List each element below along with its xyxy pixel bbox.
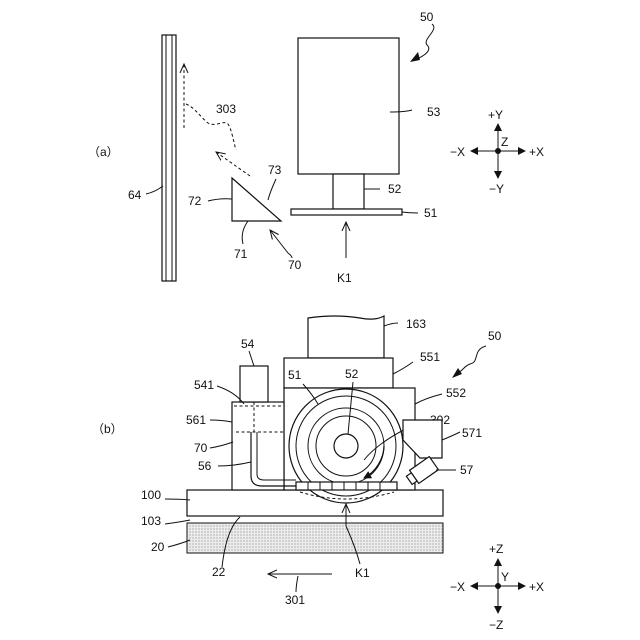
- label-51b: 51: [288, 368, 302, 382]
- panel-a: （a） 64 303 73 72 71 70 53 52 51: [88, 10, 544, 285]
- label-72: 72: [188, 194, 202, 208]
- label-52: 52: [388, 182, 402, 196]
- panel-b: （b） 100 103 20 22 163 551 552 54 541: [92, 316, 544, 632]
- label-56: 56: [198, 459, 212, 473]
- axis-indicator-b: +Z −Z +X −X Y: [450, 542, 544, 632]
- label-100: 100: [141, 488, 161, 502]
- axis-b-neg-z: −Z: [489, 618, 503, 632]
- panel-b-label: （b）: [92, 422, 123, 436]
- label-103: 103: [141, 514, 161, 528]
- label-52b: 52: [345, 367, 359, 381]
- label-k1: K1: [337, 271, 352, 285]
- beam-diagonal: [216, 152, 250, 176]
- stem-52: [333, 174, 364, 209]
- label-551: 551: [420, 350, 440, 364]
- leader-71: [242, 221, 248, 244]
- housing-53: [298, 38, 399, 174]
- axis-b-pos-z: +Z: [489, 542, 503, 556]
- label-50b: 50: [488, 329, 502, 343]
- label-22: 22: [212, 565, 226, 579]
- arrow-70: [270, 230, 288, 253]
- label-64: 64: [128, 188, 142, 202]
- leader-73: [268, 179, 276, 200]
- label-73: 73: [268, 163, 282, 177]
- axis-a-pos-y: +Y: [488, 108, 503, 122]
- panel-a-label: （a）: [88, 145, 119, 159]
- label-54: 54: [241, 337, 255, 351]
- label-303: 303: [216, 102, 236, 116]
- unit-54: [240, 366, 268, 402]
- axis-b-neg-x: −X: [450, 580, 465, 594]
- tread-strip: [296, 482, 397, 490]
- label-301: 301: [285, 593, 305, 607]
- label-57: 57: [460, 463, 474, 477]
- block-163: [308, 316, 384, 358]
- label-51: 51: [424, 206, 438, 220]
- label-20: 20: [151, 540, 165, 554]
- spindle-52: [334, 434, 358, 458]
- label-541: 541: [194, 378, 214, 392]
- axis-a-pos-x: +X: [529, 145, 544, 159]
- axis-b-y: Y: [501, 570, 509, 584]
- axis-a-neg-x: −X: [450, 145, 465, 159]
- axis-a-neg-y: −Y: [489, 182, 504, 196]
- plate-51: [291, 209, 402, 215]
- label-70: 70: [288, 258, 302, 272]
- label-53: 53: [427, 105, 441, 119]
- label-71: 71: [234, 247, 248, 261]
- axis-a-z: Z: [501, 135, 508, 149]
- label-70b: 70: [194, 441, 208, 455]
- axis-indicator-a: +Y −Y +X −X Z: [450, 108, 544, 196]
- label-561: 561: [186, 413, 206, 427]
- leader-72: [208, 199, 232, 201]
- label-571: 571: [462, 426, 482, 440]
- leader-51: [402, 212, 418, 213]
- label-50: 50: [420, 10, 434, 24]
- leader-64: [146, 186, 163, 194]
- label-163: 163: [406, 317, 426, 331]
- axis-b-pos-x: +X: [529, 580, 544, 594]
- label-552: 552: [446, 386, 466, 400]
- label-k1b: K1: [355, 566, 370, 580]
- plate-64: [162, 35, 176, 281]
